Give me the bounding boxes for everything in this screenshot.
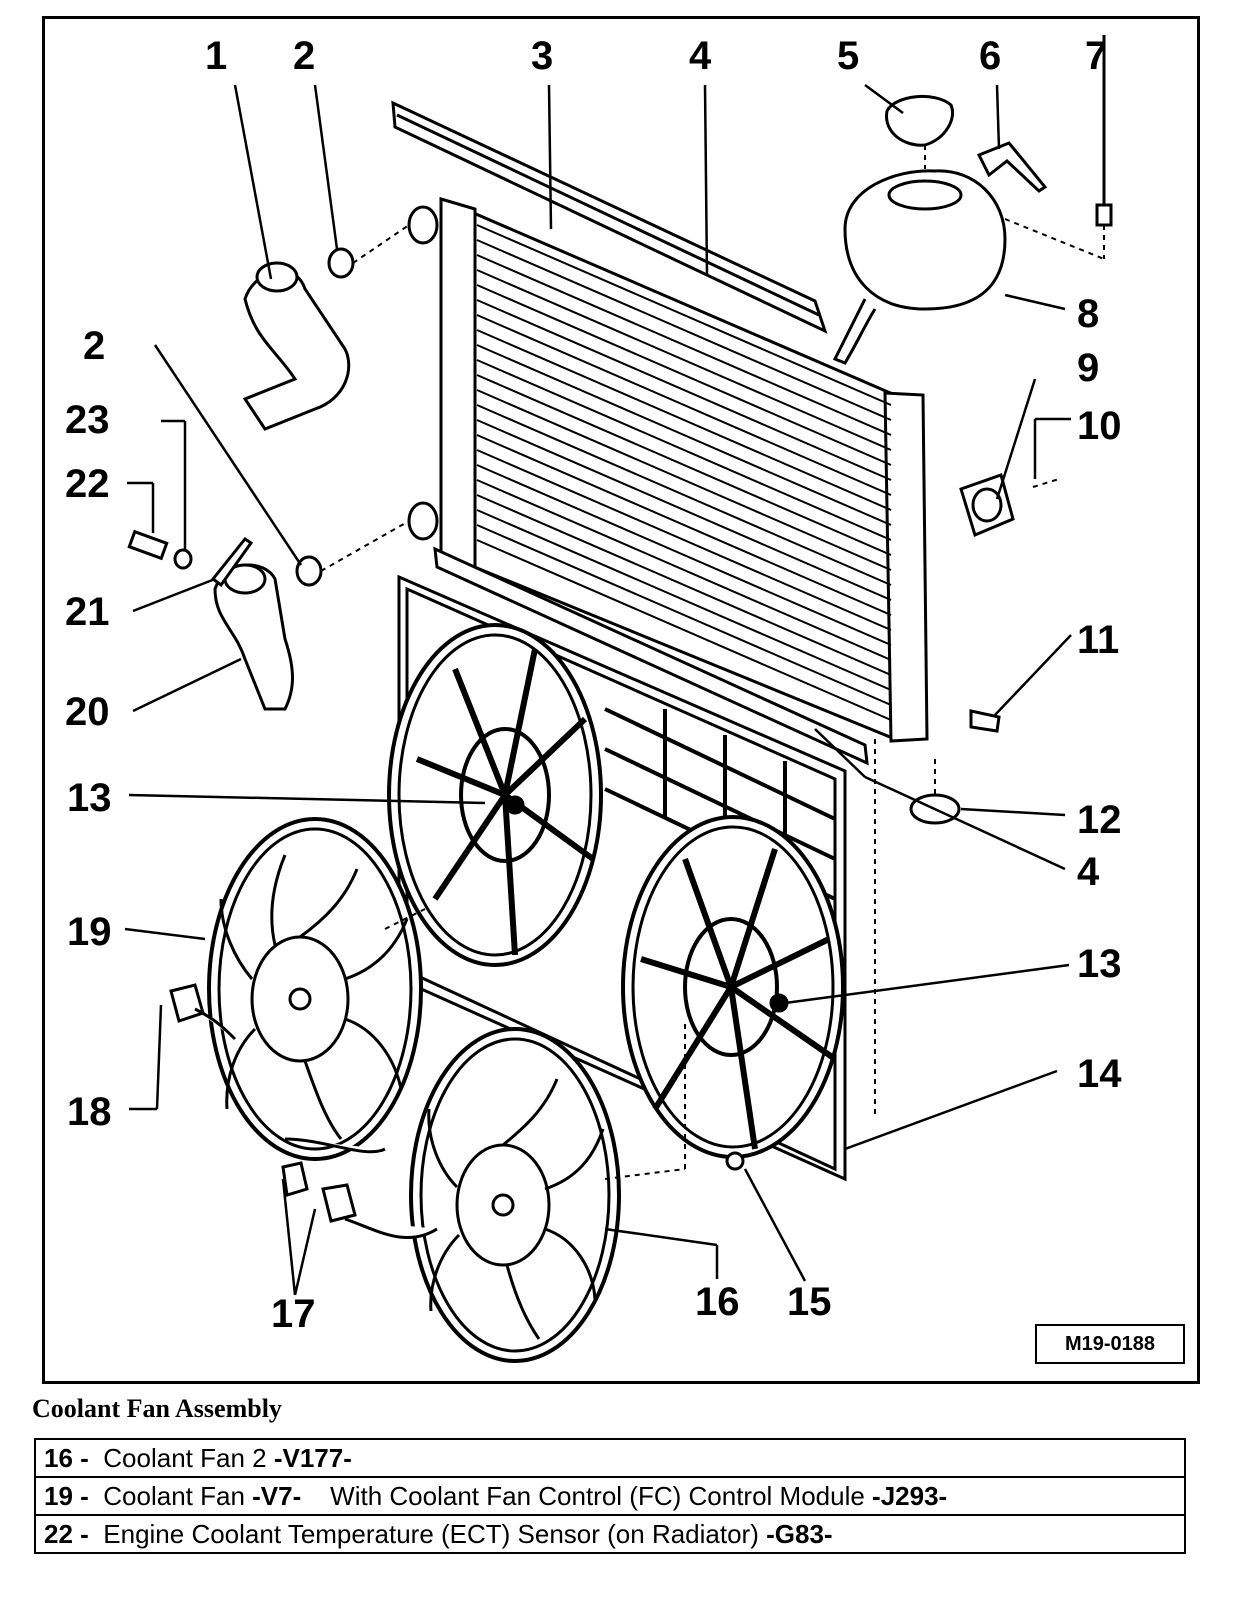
radiator-fin [476,419,892,601]
callout-14: 14 [1077,1052,1122,1096]
callout-12: 12 [1077,798,1122,842]
radiator-fin [476,464,892,646]
figure-caption: Coolant Fan Assembly [32,1394,282,1423]
legend-extra: With Coolant Fan Control (FC) Control Mo… [330,1481,873,1511]
callout-2-lower: 2 [83,324,105,368]
legend-name: Coolant Fan [103,1481,253,1511]
legend-cell: 19 - Coolant Fan -V7- With Coolant Fan C… [34,1476,1186,1516]
radiator-fin [476,359,892,541]
callout-13-right: 13 [1077,942,1122,986]
callout-4-lower: 4 [1077,850,1100,894]
callout-21: 21 [65,590,110,634]
legend-code: -V177- [273,1443,352,1473]
radiator-fin [476,494,892,676]
callout-17: 17 [271,1292,316,1336]
callout-23: 23 [65,398,110,442]
parts-legend-table: 16 - Coolant Fan 2 -V177- 19 - Coolant F… [34,1438,1186,1554]
radiator-fin [476,314,892,496]
radiator-fin [476,329,892,511]
callout-13-left: 13 [67,776,112,820]
legend-cell: 16 - Coolant Fan 2 -V177- [34,1438,1186,1478]
radiator-fin [476,479,892,661]
radiator-fin [476,344,892,526]
legend-cell: 22 - Engine Coolant Temperature (ECT) Se… [34,1514,1186,1554]
callout-4-upper: 4 [689,34,712,78]
callout-16: 16 [695,1280,740,1324]
legend-number: 19 - [44,1481,89,1511]
callout-19: 19 [67,910,112,954]
radiator-fin [476,434,892,616]
radiator-fin [476,524,892,706]
radiator-fin [476,254,892,436]
radiator-fin [476,239,892,421]
callout-3: 3 [531,34,553,78]
callout-11: 11 [1077,618,1119,662]
radiator-fins [476,224,892,721]
callout-6: 6 [979,34,1001,78]
legend-row: 19 - Coolant Fan -V7- With Coolant Fan C… [34,1476,1186,1516]
legend-code: -G83- [766,1519,833,1549]
assembly-guide-lines [320,145,1105,1180]
radiator-fin [476,299,892,481]
fan-16-illustration [409,1027,621,1363]
exploded-view-diagram: 1 2 3 4 5 6 7 8 9 10 11 12 4 13 14 15 16… [65,34,1122,1363]
legend-extra-code: -J293- [872,1481,948,1511]
radiator-fin [476,389,892,571]
legend-number: 16 - [44,1443,89,1473]
radiator-fin [476,374,892,556]
fan-shroud-illustration [387,574,847,1182]
radiator-fin [476,404,892,586]
legend-row: 16 - Coolant Fan 2 -V177- [34,1438,1186,1478]
callout-5: 5 [837,34,859,78]
callout-1: 1 [205,34,227,78]
radiator-fin [476,539,892,721]
radiator-fin [476,509,892,691]
fan-19-illustration [207,817,423,1161]
leader-lines [124,83,1072,1296]
legend-number: 22 - [44,1519,89,1549]
callout-15: 15 [787,1280,832,1324]
figure-id-label: M19-0188 [1035,1324,1185,1364]
radiator-fin [476,284,892,466]
callout-7: 7 [1085,34,1107,78]
callout-2-upper: 2 [293,34,315,78]
legend-name: Engine Coolant Temperature (ECT) Sensor … [103,1519,767,1549]
callout-18: 18 [67,1090,112,1134]
callout-10: 10 [1077,404,1122,448]
callout-9: 9 [1077,346,1099,390]
hoses-and-small-parts [127,35,1113,1239]
legend-name: Coolant Fan 2 [103,1443,274,1473]
radiator-fin [476,269,892,451]
callout-20: 20 [65,690,110,734]
legend-code: -V7- [252,1481,302,1511]
radiator-fin [476,449,892,631]
figure-frame: 1 2 3 4 5 6 7 8 9 10 11 12 4 13 14 15 16… [42,16,1200,1384]
radiator-fin [476,224,892,406]
callout-22: 22 [65,462,110,506]
legend-row: 22 - Engine Coolant Temperature (ECT) Se… [34,1514,1186,1554]
callout-8: 8 [1077,292,1099,336]
